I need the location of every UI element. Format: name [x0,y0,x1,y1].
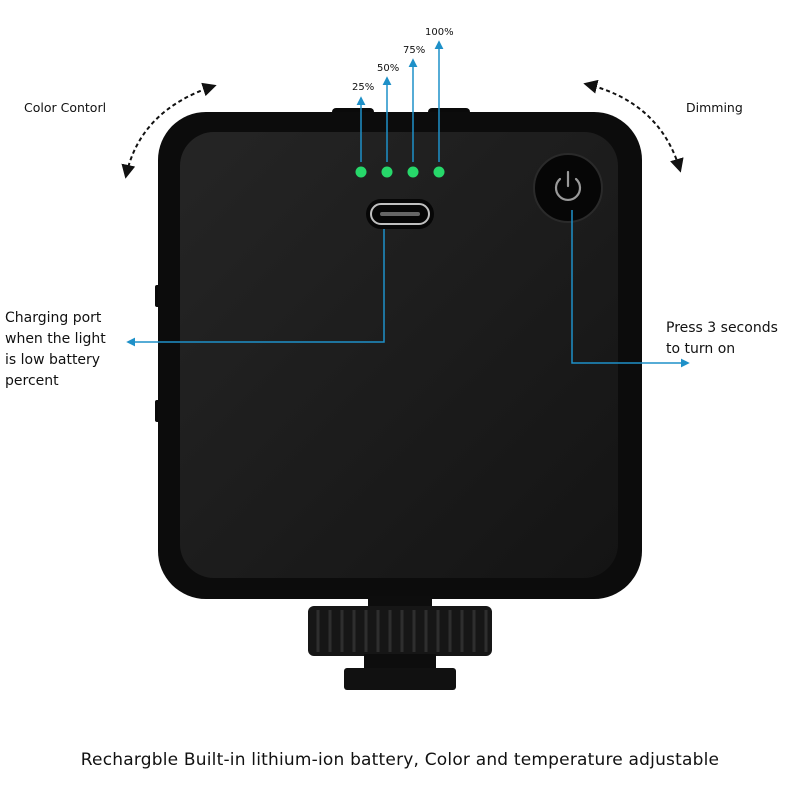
led-label-25: 25% [352,82,375,93]
charging-port-callout-line [126,229,385,347]
product-caption: Rechargble Built-in lithium-ion battery,… [80,750,720,770]
led-label-50: 50% [377,63,400,74]
charging-port-line-1: Charging port [5,310,102,326]
charging-port-line-4: percent [5,373,59,389]
battery-led-75 [407,166,419,178]
dimming-label: Dimming [686,100,743,115]
power-callout-line-1: Press 3 seconds [666,320,778,336]
led-label-100: 100% [425,27,454,38]
rotate-arrow-icon-left [121,82,217,179]
battery-led-100 [433,166,445,178]
charging-port-callout: Charging port when the light is low batt… [5,308,106,392]
light-panel [180,132,618,578]
battery-led-group [355,166,445,178]
charging-port-line-2: when the light [5,331,106,347]
power-button-callout-line [571,210,690,368]
color-control-label: Color Contorl [24,100,107,115]
rotate-arrow-icon-right [583,79,684,173]
led-label-75: 75% [403,45,426,56]
cold-shoe-mount [308,596,492,690]
power-callout-line-2: to turn on [666,341,736,357]
battery-led-50 [381,166,393,178]
usb-c-port-icon [366,199,434,229]
power-button[interactable] [533,153,603,223]
battery-led-25 [355,166,367,178]
power-callout: Press 3 seconds to turn on [666,318,778,360]
charging-port-line-3: is low battery [5,352,101,368]
power-icon [554,170,582,201]
